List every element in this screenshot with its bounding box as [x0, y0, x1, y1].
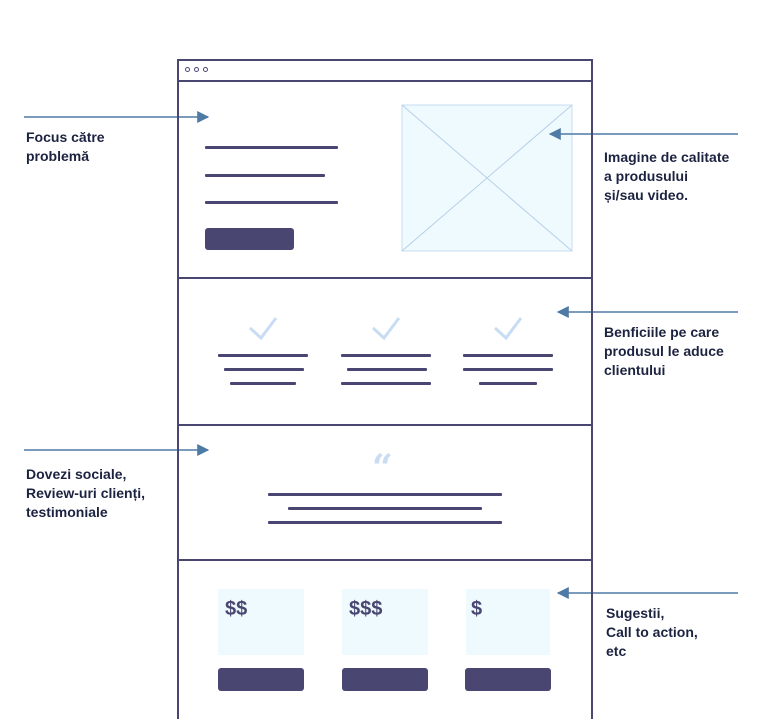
benefit-text-line	[218, 354, 308, 357]
benefit-text-line	[463, 368, 553, 371]
annotation-focus: Focus către problemă	[26, 129, 105, 164]
section-divider	[177, 559, 593, 561]
image-placeholder-cross	[401, 104, 573, 252]
annotation-image: Imagine de calitate a produsului și/sau …	[604, 149, 730, 203]
section-divider	[177, 80, 593, 82]
pricing-buy-button[interactable]	[465, 668, 551, 691]
hero-text-line	[205, 146, 338, 149]
pricing-buy-button[interactable]	[342, 668, 428, 691]
hero-text-line	[205, 174, 325, 177]
window-dot-icon	[185, 67, 190, 72]
check-icon	[371, 317, 401, 341]
annotation-cta: Sugestii, Call to action, etc	[606, 605, 698, 659]
browser-window-frame	[177, 59, 593, 719]
testimonial-text-line	[268, 521, 502, 524]
benefit-text-line	[224, 368, 304, 371]
quote-icon: “	[372, 447, 393, 489]
section-divider	[177, 424, 593, 426]
pricing-card	[342, 589, 428, 655]
pricing-card	[466, 589, 550, 655]
benefit-text-line	[341, 382, 431, 385]
window-dot-icon	[203, 67, 208, 72]
annotation-benefits: Benficiile pe care produsul le aduce cli…	[604, 324, 724, 378]
section-divider	[177, 277, 593, 279]
benefit-text-line	[347, 368, 427, 371]
annotation-social: Dovezi sociale, Review-uri clienți, test…	[26, 466, 146, 520]
price-label: $$	[225, 598, 248, 620]
testimonial-text-line	[268, 493, 502, 496]
benefit-text-line	[463, 354, 553, 357]
benefit-text-line	[341, 354, 431, 357]
window-dot-icon	[194, 67, 199, 72]
benefit-text-line	[479, 382, 537, 385]
hero-text-line	[205, 201, 338, 204]
pricing-buy-button[interactable]	[218, 668, 304, 691]
check-icon	[248, 317, 278, 341]
pricing-card	[218, 589, 304, 655]
testimonial-text-line	[288, 507, 482, 510]
price-label: $	[471, 598, 483, 620]
price-label: $$$	[349, 598, 383, 620]
check-icon	[493, 317, 523, 341]
hero-cta-button[interactable]	[205, 228, 294, 250]
benefit-text-line	[230, 382, 296, 385]
